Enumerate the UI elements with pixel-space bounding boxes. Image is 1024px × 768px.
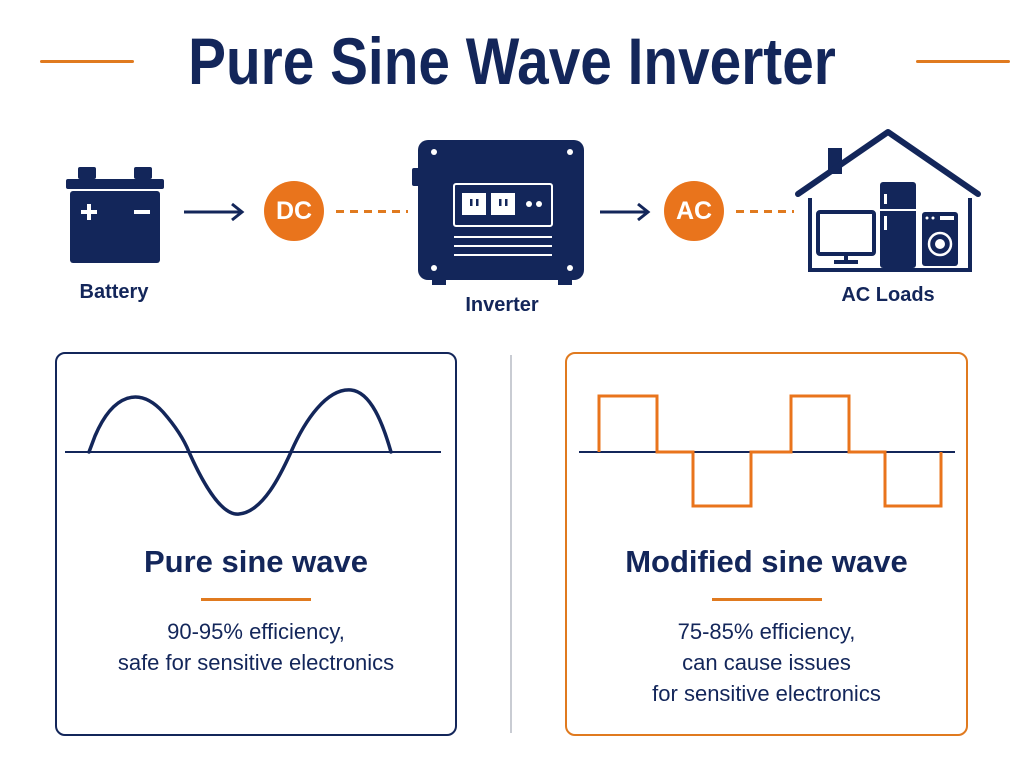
pure-sine-wave-graphic [65,388,441,516]
dc-badge: DC [264,181,324,241]
battery-icon [66,167,164,263]
dc-label: DC [275,196,313,225]
modified-sine-description: 75-85% efficiency, can cause issues for … [567,616,966,709]
modified-sine-underline [711,598,822,601]
pure-sine-underline [201,598,311,601]
ac-dashed-connector [736,210,794,213]
title-rule-right [916,60,1010,63]
battery-label: Battery [79,281,149,303]
pure-sine-description: 90-95% efficiency, safe for sensitive el… [57,616,455,678]
pure-sine-desc-line: safe for sensitive electronics [117,650,395,675]
modified-sine-desc-line: can cause issues [682,650,851,675]
modified-sine-panel: Modified sine wave 75-85% efficiency, ca… [565,352,968,736]
page-title: Pure Sine Wave Inverter [188,24,836,98]
pure-sine-desc-line: 90-95% efficiency, [167,619,345,644]
modified-sine-heading: Modified sine wave [625,544,908,579]
modified-sine-wave-graphic [579,394,955,508]
arrow-right-icon [600,202,651,222]
title-rule-left [40,60,134,63]
modified-sine-desc-line: 75-85% efficiency, [677,619,856,644]
ac-loads-label: AC Loads [841,284,935,306]
ac-label: AC [675,196,713,225]
house-icon [795,129,981,272]
arrow-right-icon [184,202,245,222]
ac-badge: AC [664,181,724,241]
pure-sine-panel: Pure sine wave 90-95% efficiency, safe f… [55,352,457,736]
inverter-label: Inverter [465,294,539,316]
panel-divider [510,355,512,733]
inverter-icon [412,140,584,285]
modified-sine-desc-line: for sensitive electronics [652,681,881,706]
dc-dashed-connector [336,210,408,213]
pure-sine-heading: Pure sine wave [143,544,368,579]
